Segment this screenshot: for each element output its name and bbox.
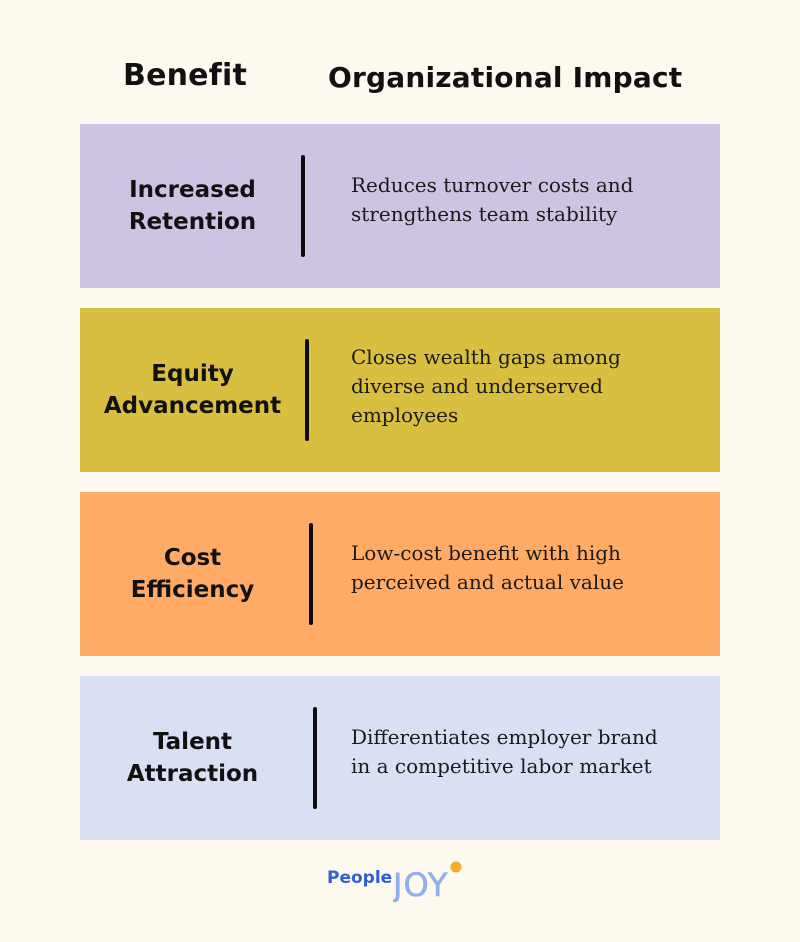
row-equity-advancement: Equity Advancement Closes wealth gaps am… (80, 308, 720, 472)
header-benefit: Benefit (123, 58, 247, 93)
row-impact-text: Low-cost benefit with high perceived and… (351, 541, 624, 594)
row-impact-text: Closes wealth gaps among diverse and und… (351, 344, 621, 427)
logo-people-text: People (327, 868, 393, 888)
row-talent-attraction: Talent Attraction Differentiates employe… (80, 676, 720, 840)
row-impact-text: Differentiates employer brand in a compe… (351, 725, 658, 778)
row-divider (313, 707, 317, 809)
row-divider (309, 523, 313, 625)
row-increased-retention: Increased Retention Reduces turnover cos… (80, 124, 720, 288)
row-divider (305, 339, 309, 441)
row-benefit-label: Increased Retention (128, 177, 257, 235)
row-benefit-label: Talent Attraction (126, 729, 259, 787)
peoplejoy-logo: People JOY (327, 860, 477, 902)
header-organizational-impact: Organizational Impact (328, 61, 683, 94)
row-benefit-label: Equity Advancement (103, 361, 282, 419)
row-benefit-label: Cost Efficiency (130, 545, 255, 603)
logo-joy-mark: JOY (393, 861, 462, 902)
table-header: Benefit Organizational Impact (0, 58, 800, 102)
row-cost-efficiency: Cost Efficiency Low-cost benefit with hi… (80, 492, 720, 656)
benefit-rows: Increased Retention Reduces turnover cos… (80, 124, 720, 860)
row-impact-text: Reduces turnover costs and strengthens t… (351, 173, 634, 226)
svg-text:JOY: JOY (393, 866, 448, 902)
row-divider (301, 155, 305, 257)
